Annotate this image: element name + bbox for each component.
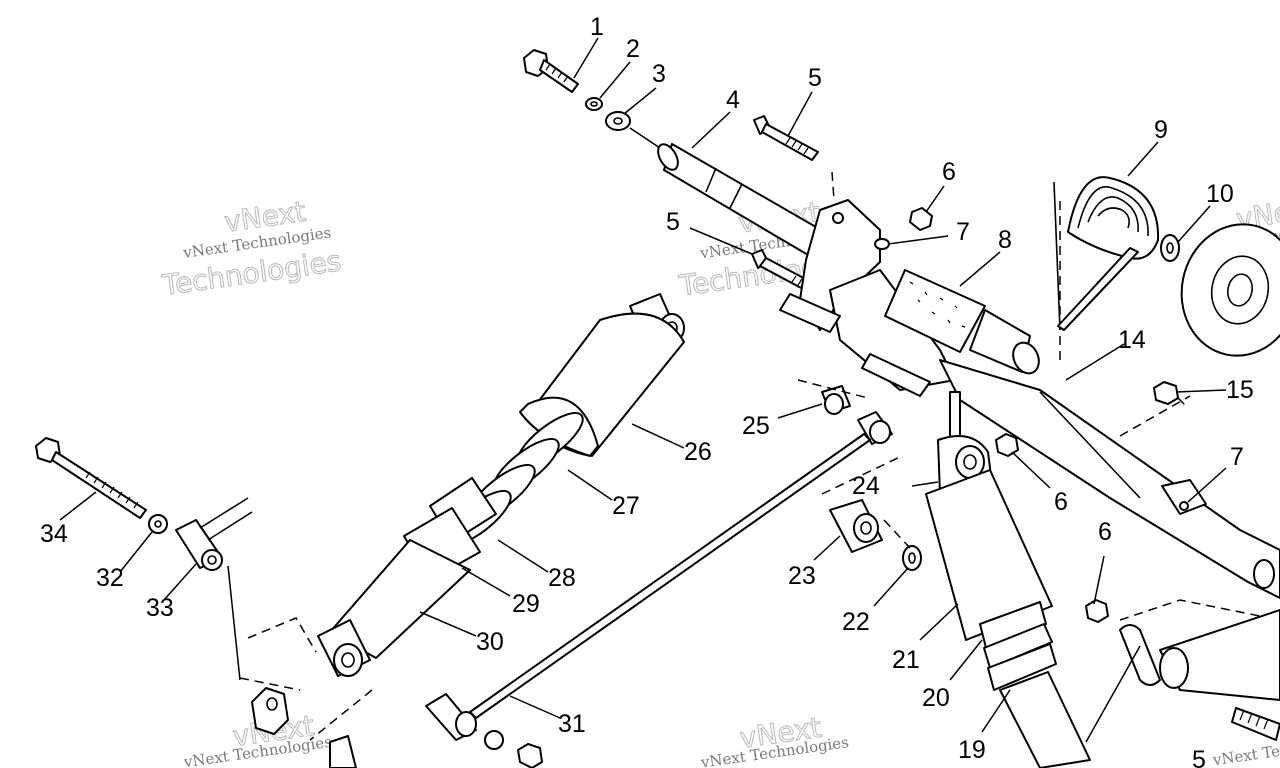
part-nut-6-middle [995,433,1019,457]
callout-15: 15 [1226,376,1254,404]
part-bracket-bottom-left [251,687,357,768]
callout-1: 1 [590,13,604,41]
callout-19: 19 [958,736,986,764]
part-swing-arm-14 [939,359,1280,599]
leader-lines [59,37,1227,743]
watermark-left: vNext vNext Technologies Technologies [159,194,344,302]
part-bushing-23 [829,499,883,553]
callout-7-top: 7 [956,218,970,246]
part-rod-31 [469,411,893,719]
callout-26: 26 [684,438,712,466]
part-bolt-bottom-center [425,693,543,768]
part-shaft-4 [657,143,836,263]
part-washer-3 [605,111,631,131]
part-bolt-5-upper [753,115,819,161]
callout-6-top: 6 [942,158,956,186]
callout-7-right: 7 [1230,443,1244,471]
part-pivot-tube-8 [884,269,1040,375]
callout-5-top: 5 [808,64,822,92]
part-nut-15 [1153,381,1179,405]
callout-28: 28 [548,564,576,592]
callout-27: 27 [612,492,640,520]
callout-4: 4 [726,86,740,114]
part-wheel-10 [1160,223,1280,357]
callout-3: 3 [652,60,666,88]
part-bushing-25 [821,385,851,415]
part-washer-7-top [874,238,890,250]
callout-23: 23 [788,562,816,590]
callout-34: 34 [40,520,68,548]
callout-14: 14 [1118,326,1146,354]
callout-6-lower: 6 [1098,518,1112,546]
callout-10: 10 [1206,180,1234,208]
part-washer-32 [148,514,168,534]
part-nut-6-top [909,207,933,231]
callout-33: 33 [146,594,174,622]
callout-20: 20 [922,684,950,712]
watermark-bottom-center: vNext vNext Technologies [699,710,850,768]
part-shock-21 [925,391,1091,768]
part-bracket-assembly [779,199,966,397]
part-washer-22 [902,545,922,571]
callout-29: 29 [512,590,540,618]
part-bushing-33 [175,519,223,571]
callout-30: 30 [476,628,504,656]
callout-5-bottom: 5 [1192,746,1206,768]
callout-6-middle: 6 [1054,488,1068,516]
part-torsion-spring-9 [1053,176,1160,331]
callout-24: 24 [852,472,880,500]
callout-5-middle: 5 [666,208,680,236]
callout-numbers: 1 2 3 4 5 5 5 6 6 6 7 7 8 9 10 14 15 19 … [40,13,1254,768]
callout-9: 9 [1154,116,1168,144]
part-nut-6-lower [1085,599,1109,623]
callout-22: 22 [842,608,870,636]
part-lower-arm [1119,599,1280,741]
callout-25: 25 [742,412,770,440]
callout-8: 8 [998,226,1012,254]
part-bolt-34 [35,437,147,519]
part-washer-10 [1160,234,1180,262]
callout-32: 32 [96,564,124,592]
callout-31: 31 [558,710,586,738]
callout-21: 21 [892,646,920,674]
part-washer-2 [585,97,603,111]
part-bolt-1 [523,49,579,93]
callout-2: 2 [626,35,640,63]
part-shock-26-30 [317,293,685,677]
